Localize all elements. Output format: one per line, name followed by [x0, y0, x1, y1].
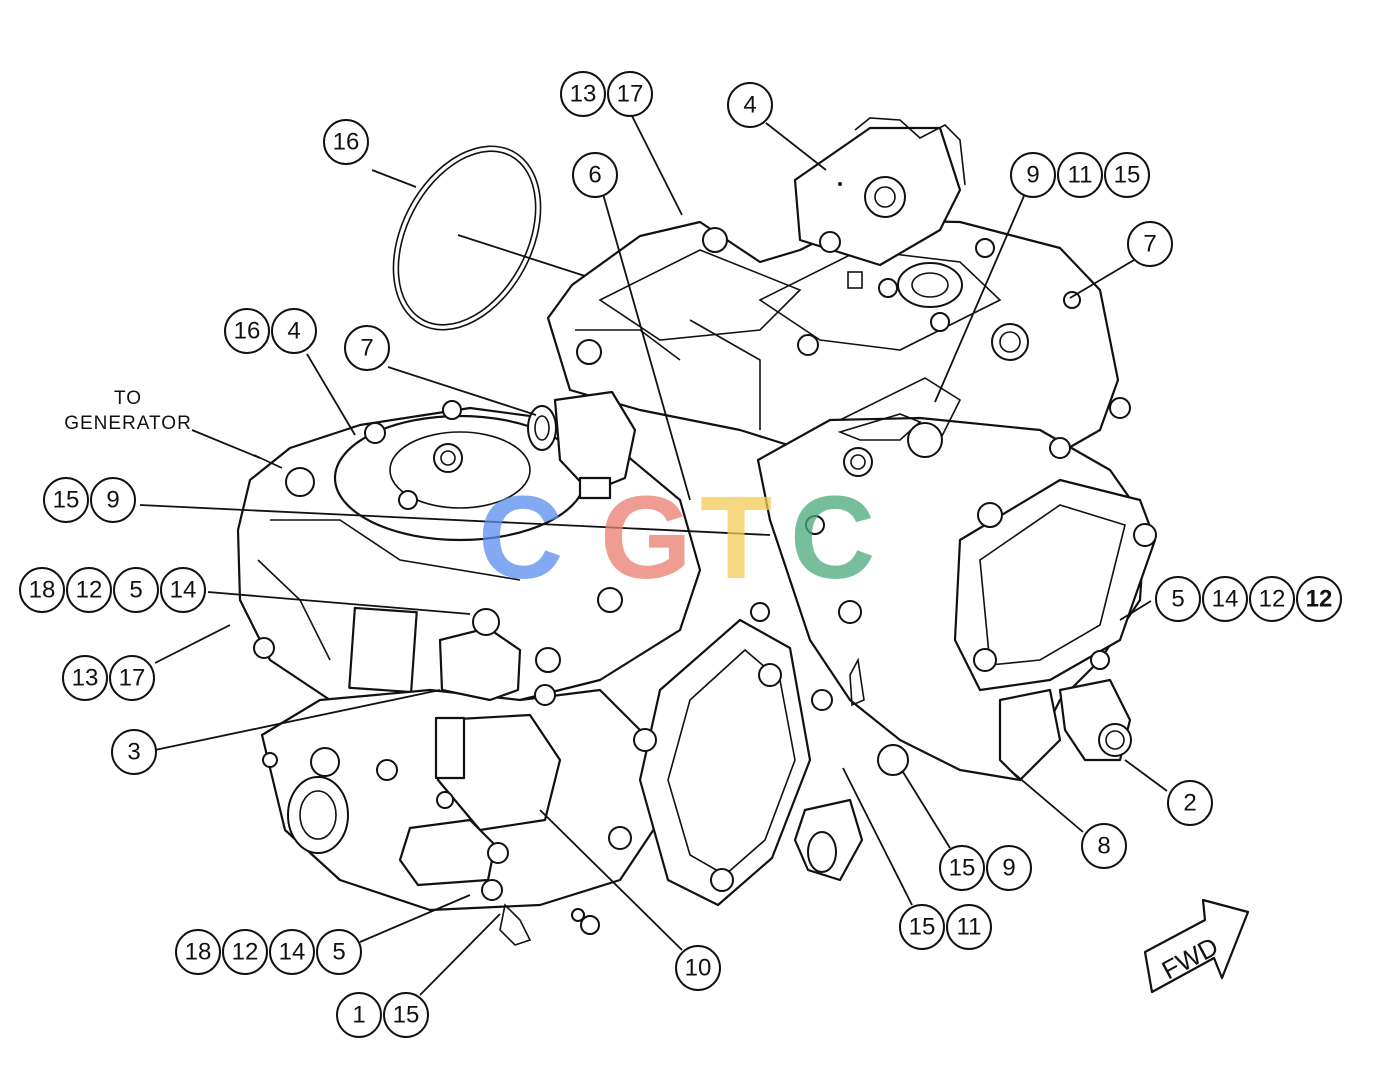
callout-number: 6 — [588, 162, 601, 189]
callout-number: 2 — [1183, 790, 1196, 817]
lower-pump-section-part — [260, 688, 662, 946]
center-cover-plate-part — [597, 587, 812, 907]
callout-number: 8 — [1097, 833, 1110, 860]
callout-7-right: 7 — [1127, 221, 1173, 267]
callout-number: 12 — [1259, 586, 1286, 613]
callout-number: 10 — [685, 955, 712, 982]
callout-15-11: 15 11 — [899, 904, 992, 950]
right-pump-housing-part — [756, 377, 1157, 882]
callout-number: 18 — [185, 939, 212, 966]
callout-2: 2 — [1167, 780, 1213, 826]
callout-number: 4 — [743, 92, 756, 119]
callout-number: 12 — [232, 939, 259, 966]
callout-9-11-15: 9 11 15 — [1010, 152, 1150, 198]
to-generator-line-1: TO — [114, 388, 142, 409]
callout-16-top: 16 — [323, 119, 369, 165]
upper-housing-part — [546, 218, 1131, 472]
watermark-letter-1: C — [478, 472, 563, 604]
callout-number: 13 — [570, 81, 597, 108]
callout-balloons: 13 17 4 16 6 9 11 15 7 16 4 7 15 9 — [19, 71, 1342, 1038]
callout-number: 5 — [332, 939, 345, 966]
to-generator-label: TO GENERATOR — [64, 388, 192, 434]
callout-number: 5 — [1171, 586, 1184, 613]
callout-number: 13 — [72, 665, 99, 692]
callout-8: 8 — [1081, 823, 1127, 869]
watermark-letter-3: T — [700, 472, 772, 604]
callout-number: 5 — [129, 577, 142, 604]
to-generator-line-2: GENERATOR — [64, 413, 192, 434]
callout-number: 14 — [1212, 586, 1239, 613]
callout-number: 15 — [909, 914, 936, 941]
callout-number: 17 — [617, 81, 644, 108]
leader-lines — [139, 111, 1168, 996]
callout-number: 16 — [234, 318, 261, 345]
callout-number: 14 — [170, 577, 197, 604]
callout-7-left: 7 — [344, 325, 390, 371]
callout-18-12-14-5: 18 12 14 5 — [175, 929, 362, 975]
callout-number: 11 — [1068, 162, 1093, 189]
callout-16-4: 16 4 — [224, 308, 317, 354]
callout-number: 15 — [393, 1002, 420, 1029]
callout-number: 7 — [1143, 231, 1156, 258]
callout-number: 3 — [127, 739, 140, 766]
callout-18-12-5-14: 18 12 5 14 — [19, 567, 206, 613]
left-pump-housing-part — [236, 400, 702, 722]
callout-number: 15 — [1114, 162, 1141, 189]
callout-13-17-top: 13 17 — [560, 71, 653, 117]
angled-elbow-fitting-part — [438, 608, 561, 706]
callout-number: 9 — [106, 487, 119, 514]
callout-number: 16 — [333, 129, 360, 156]
callout-number: 15 — [53, 487, 80, 514]
callout-number: 12 — [76, 577, 103, 604]
forward-arrow-icon: FWD — [1143, 898, 1250, 994]
o-ring-part — [392, 145, 586, 331]
callout-15-9-bottom: 15 9 — [939, 845, 1032, 891]
callout-number: 1 — [352, 1002, 365, 1029]
elbow-fitting-part — [527, 390, 637, 500]
callout-number: 17 — [119, 665, 146, 692]
callout-number: 18 — [29, 577, 56, 604]
callout-4-top: 4 — [727, 82, 773, 128]
callout-number: 4 — [287, 318, 300, 345]
callout-number: 15 — [949, 855, 976, 882]
callout-1-15: 1 15 — [336, 992, 429, 1038]
callout-number: 9 — [1026, 162, 1039, 189]
watermark-letter-2: G — [600, 472, 692, 604]
callout-number: 7 — [360, 335, 373, 362]
solenoid-valve-part — [793, 117, 966, 289]
callout-number: 9 — [1002, 855, 1015, 882]
callout-6: 6 — [572, 152, 618, 198]
callout-number: 11 — [957, 914, 982, 941]
callout-13-17-left: 13 17 — [62, 655, 155, 701]
callout-10: 10 — [675, 945, 721, 991]
callout-5-14-12-12: 5 14 12 12 — [1155, 576, 1342, 622]
callout-15-9-left: 15 9 — [43, 477, 136, 523]
callout-number: 12 — [1306, 586, 1333, 613]
watermark-logo: C G T C — [478, 472, 875, 604]
callout-number: 14 — [279, 939, 306, 966]
callout-3: 3 — [111, 729, 157, 775]
watermark-letter-4: C — [790, 472, 875, 604]
